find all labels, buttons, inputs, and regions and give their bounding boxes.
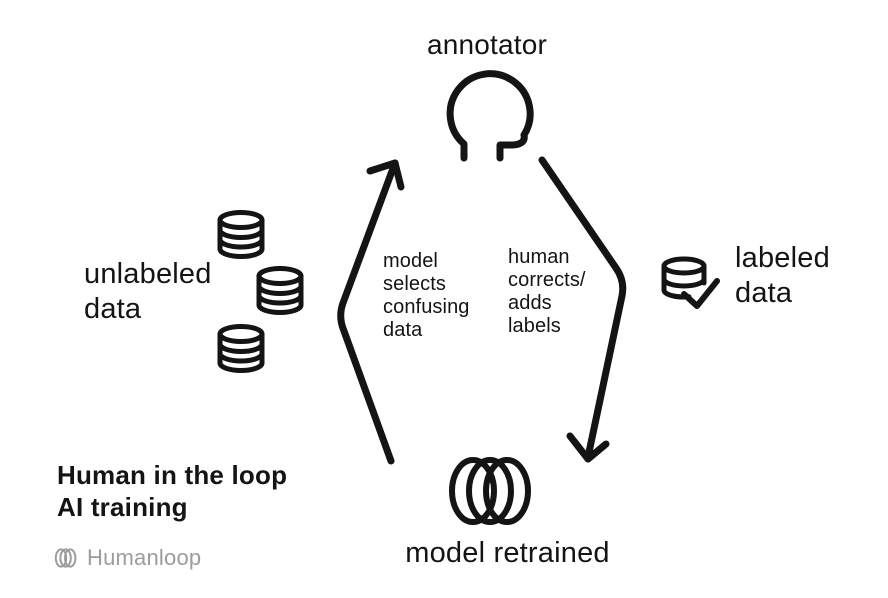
annotator-label: annotator [426,29,548,60]
page-title-line1: Human in the loop [57,460,288,490]
left-edge-label-line2: selects [383,273,446,295]
labeled-data-label-line2: data [735,277,793,309]
left-edge-label-line4: data [383,319,423,341]
database-icon [259,269,301,313]
database-icon [220,327,262,371]
unlabeled-data-label-line1: unlabeled [84,258,212,290]
labeled-data-label: labeled data [735,241,830,311]
page-title-line2: AI training [57,492,188,522]
page-title: Human in the loop AI training [57,459,287,523]
unlabeled-data-label-line2: data [84,293,142,325]
person-head-icon [446,70,534,162]
database-icon [220,213,262,257]
right-edge-label-line1: human [508,246,570,268]
humanloop-brand: Humanloop [54,545,201,571]
database-stack-icon [220,213,301,371]
triple-loop-icon [449,457,531,525]
left-edge-label-line3: confusing [383,296,470,318]
right-edge-label-line4: labels [508,315,561,337]
right-edge-label: human corrects/ adds labels [508,246,586,338]
database-check-icon [661,256,720,309]
humanloop-loops-icon [54,548,77,568]
arrow-down-icon [538,156,627,463]
arrow-up-icon [337,159,405,465]
left-edge-label-line1: model [383,250,438,272]
labeled-data-label-line1: labeled [735,242,830,274]
right-edge-label-line3: adds [508,292,552,314]
model-retrained-label: model retrained [405,537,610,569]
right-edge-label-line2: corrects/ [508,269,586,291]
unlabeled-data-label: unlabeled data [84,257,212,327]
brand-name: Humanloop [87,545,202,570]
left-edge-label: model selects confusing data [383,250,470,342]
check-icon [681,278,720,309]
